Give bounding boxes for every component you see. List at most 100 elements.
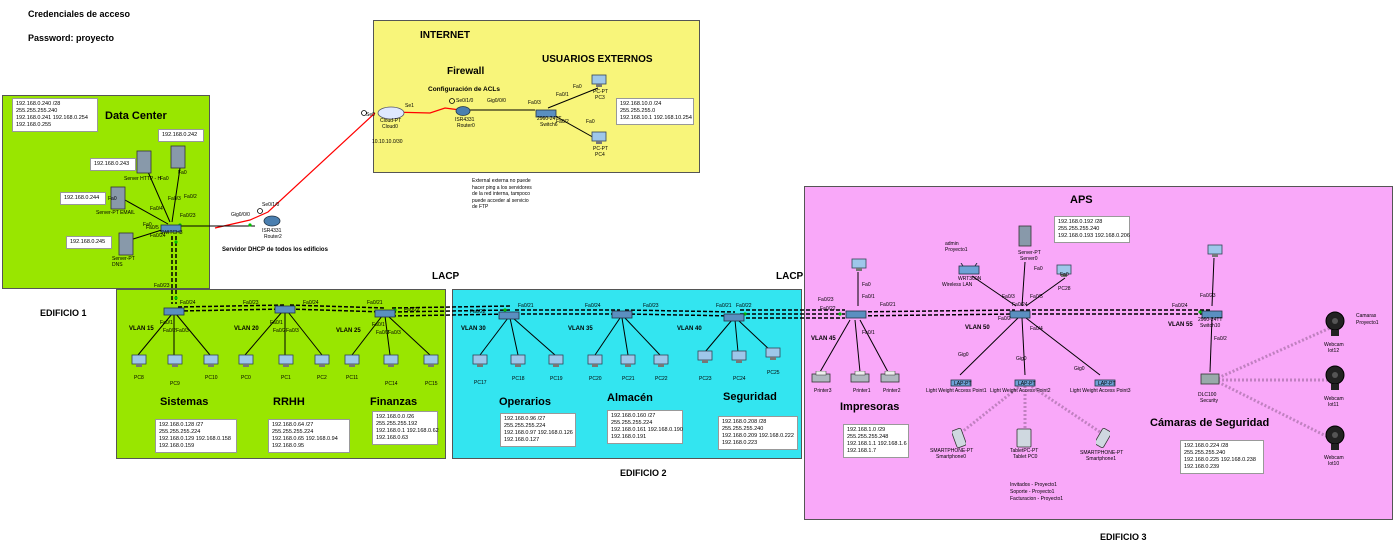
webcam-icon[interactable] bbox=[1324, 424, 1346, 457]
port-label: Fa0/2 bbox=[376, 330, 389, 336]
pc-icon[interactable] bbox=[131, 354, 147, 373]
trunk-link bbox=[289, 308, 386, 313]
pc-icon[interactable] bbox=[731, 350, 747, 369]
cloud-icon[interactable] bbox=[376, 104, 406, 125]
pc-icon[interactable] bbox=[591, 74, 607, 93]
port-label: Fa0/3 bbox=[528, 100, 541, 106]
pc-icon[interactable] bbox=[344, 354, 360, 373]
pc-icon[interactable] bbox=[203, 354, 219, 373]
port-label: Fa0/24 bbox=[150, 233, 166, 239]
pc-icon[interactable] bbox=[167, 354, 183, 373]
switch-icon[interactable] bbox=[274, 301, 296, 319]
aps-title: APS bbox=[1070, 194, 1093, 206]
access-point-icon[interactable] bbox=[1094, 374, 1116, 392]
pc-icon[interactable] bbox=[587, 354, 603, 373]
link bbox=[124, 199, 169, 225]
pc-icon[interactable] bbox=[278, 354, 294, 373]
port-label: Fa0 bbox=[178, 170, 187, 176]
port-label: Fa0/23 bbox=[1200, 293, 1216, 299]
access-point-icon[interactable] bbox=[1014, 374, 1036, 392]
pc-icon[interactable] bbox=[851, 258, 867, 277]
port-label: Se0 bbox=[366, 112, 375, 118]
pc-name: PC3 bbox=[595, 95, 605, 101]
link bbox=[144, 164, 171, 223]
link-dot bbox=[174, 240, 178, 244]
pc-icon[interactable] bbox=[697, 350, 713, 369]
pc-icon[interactable] bbox=[548, 354, 564, 373]
pc-name: PC17 bbox=[474, 380, 487, 386]
router-icon[interactable] bbox=[455, 104, 471, 122]
pc-icon[interactable] bbox=[653, 354, 669, 373]
printer-icon[interactable] bbox=[850, 370, 870, 388]
switch-icon[interactable] bbox=[374, 305, 396, 323]
switch-icon[interactable] bbox=[845, 306, 867, 324]
switch-icon[interactable] bbox=[1201, 306, 1223, 324]
wireless-router-icon[interactable] bbox=[958, 262, 980, 280]
pc-name: PC10 bbox=[205, 375, 218, 381]
pc-model: PC-PT bbox=[593, 89, 608, 95]
device-name: Smartphone1 bbox=[1086, 456, 1117, 462]
link bbox=[137, 313, 173, 356]
port-label: Se0/1/0 bbox=[262, 202, 280, 208]
link bbox=[1021, 317, 1026, 376]
pc-icon[interactable] bbox=[591, 131, 607, 150]
webcam-icon[interactable] bbox=[1324, 310, 1346, 343]
pc-icon[interactable] bbox=[765, 347, 781, 366]
server-icon[interactable] bbox=[1018, 225, 1032, 252]
pc-icon[interactable] bbox=[383, 354, 399, 373]
switch-icon[interactable] bbox=[163, 303, 185, 321]
smartphone-icon[interactable] bbox=[951, 427, 967, 453]
printer-icon[interactable] bbox=[811, 370, 831, 388]
switch-icon[interactable] bbox=[723, 309, 745, 327]
link bbox=[175, 313, 211, 356]
device-name: Iot11 bbox=[1328, 402, 1339, 408]
pc-icon[interactable] bbox=[314, 354, 330, 373]
switch-icon[interactable] bbox=[611, 306, 633, 324]
pc-name: PC8 bbox=[134, 375, 144, 381]
access-point-icon[interactable] bbox=[950, 374, 972, 392]
pc-name: PC24 bbox=[733, 376, 746, 382]
credential-label: Proyecto1 bbox=[1356, 320, 1379, 326]
port-label: Fa0/3 bbox=[168, 196, 181, 202]
switch-icon[interactable] bbox=[535, 105, 557, 123]
device-model: SMARTPHONE-PT bbox=[1080, 450, 1124, 456]
switch-icon[interactable] bbox=[1009, 306, 1031, 324]
pc-icon[interactable] bbox=[510, 354, 526, 373]
pc-icon[interactable] bbox=[620, 354, 636, 373]
edificio1-label: EDIFICIO 1 bbox=[40, 308, 87, 318]
pc-name: PC23 bbox=[699, 376, 712, 382]
trunk-link bbox=[289, 304, 386, 309]
trunk-link bbox=[849, 313, 1016, 317]
server-icon[interactable] bbox=[170, 145, 186, 174]
operarios-title: Operarios bbox=[499, 396, 551, 408]
port-label: Fa0/2 bbox=[998, 316, 1011, 322]
server-icon[interactable] bbox=[118, 232, 134, 261]
smartphone-icon[interactable] bbox=[1094, 428, 1112, 453]
pc-icon[interactable] bbox=[1056, 264, 1072, 283]
pc-name: PC2 bbox=[317, 375, 327, 381]
link bbox=[547, 87, 599, 109]
port-label: Fa0 bbox=[862, 282, 871, 288]
port-label: Fa0 bbox=[573, 84, 582, 90]
wireless-link bbox=[1024, 380, 1101, 434]
pc-icon[interactable] bbox=[1207, 244, 1223, 263]
tablet-icon[interactable] bbox=[1016, 428, 1032, 453]
link bbox=[171, 167, 181, 223]
pc-icon[interactable] bbox=[423, 354, 439, 373]
router-icon[interactable] bbox=[262, 214, 282, 233]
server-icon[interactable] bbox=[110, 186, 126, 215]
webcam-icon[interactable] bbox=[1324, 364, 1346, 397]
switch-icon[interactable] bbox=[160, 220, 182, 238]
dlc-icon[interactable] bbox=[1200, 372, 1220, 390]
impresoras-title: Impresoras bbox=[840, 401, 900, 413]
pc-icon[interactable] bbox=[238, 354, 254, 373]
switch-icon[interactable] bbox=[498, 307, 520, 325]
server-icon[interactable] bbox=[136, 150, 152, 179]
printer-icon[interactable] bbox=[880, 370, 900, 388]
pc-icon[interactable] bbox=[472, 354, 488, 373]
pc-name: PC11 bbox=[346, 375, 359, 381]
